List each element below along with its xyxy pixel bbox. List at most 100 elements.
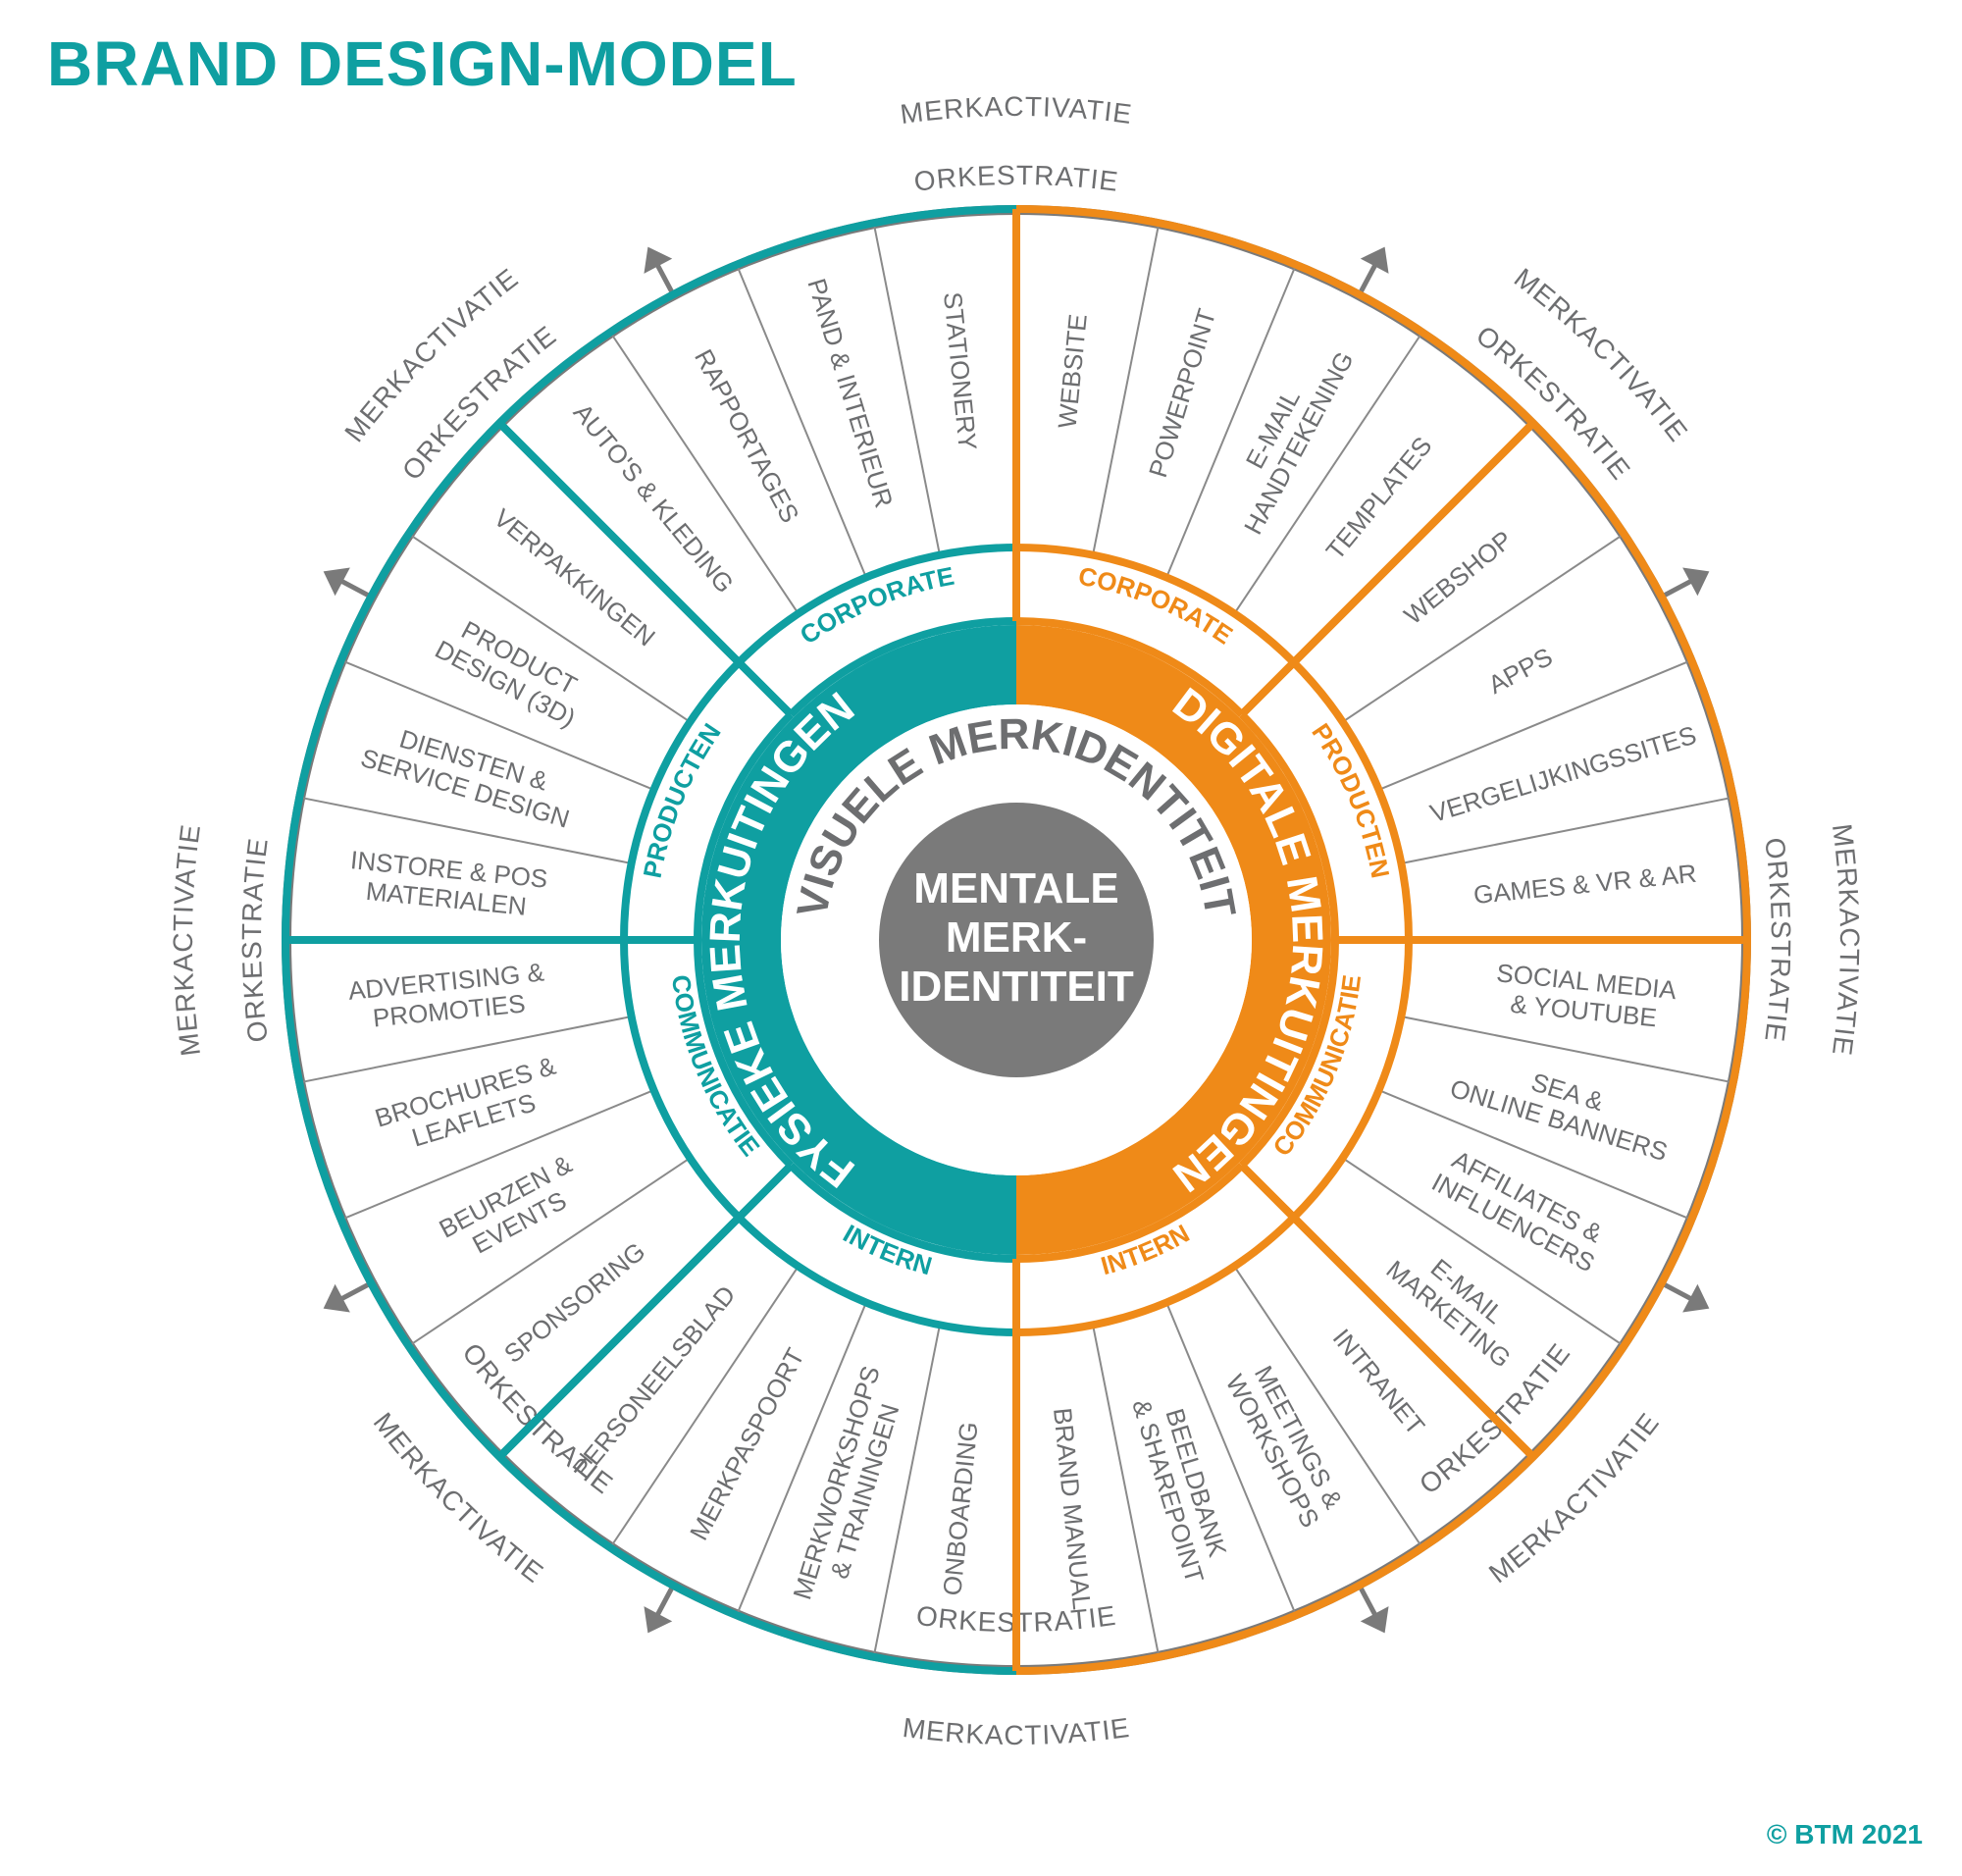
svg-text:BRAND MANUAL: BRAND MANUAL bbox=[1048, 1406, 1097, 1611]
copyright-notice: © BTM 2021 bbox=[1766, 1819, 1923, 1850]
svg-text:E-MAILHANDTEKENING: E-MAILHANDTEKENING bbox=[1212, 333, 1359, 539]
item-label: MEETINGS &WORKSHOPS bbox=[1220, 1356, 1352, 1533]
item-label: APPS bbox=[1483, 642, 1557, 700]
item-divider bbox=[1092, 227, 1160, 555]
item-label: SEA &ONLINE BANNERS bbox=[1447, 1045, 1679, 1167]
item-label: AFFILIATES &INFLUENCERS bbox=[1427, 1144, 1608, 1277]
item-label: STATIONERY bbox=[938, 290, 983, 451]
svg-text:SPONSORING: SPONSORING bbox=[498, 1236, 650, 1369]
svg-text:ONBOARDING: ONBOARDING bbox=[937, 1421, 983, 1597]
item-label: SPONSORING bbox=[498, 1236, 650, 1369]
item-divider bbox=[303, 797, 632, 864]
svg-text:TEMPLATES: TEMPLATES bbox=[1320, 431, 1438, 565]
svg-text:WEBSITE: WEBSITE bbox=[1052, 313, 1092, 430]
svg-text:ADVERTISING &PROMOTIES: ADVERTISING &PROMOTIES bbox=[347, 957, 548, 1034]
activation-arrow-icon bbox=[1659, 567, 1710, 599]
svg-text:E-MAILMARKETING: E-MAILMARKETING bbox=[1381, 1231, 1536, 1373]
item-label: PRODUCTDESIGN (3D) bbox=[431, 608, 594, 733]
item-label: TEMPLATES bbox=[1320, 431, 1438, 565]
svg-text:BEURZEN &EVENTS: BEURZEN &EVENTS bbox=[435, 1149, 592, 1270]
orchestration-label: ORKESTRATIE bbox=[912, 160, 1120, 197]
svg-text:BROCHURES &LEAFLETS: BROCHURES &LEAFLETS bbox=[372, 1051, 568, 1162]
item-label: ADVERTISING &PROMOTIES bbox=[347, 957, 548, 1034]
item-divider bbox=[1401, 1016, 1730, 1083]
item-divider bbox=[1092, 1325, 1160, 1653]
svg-text:VERPAKKINGEN: VERPAKKINGEN bbox=[489, 502, 661, 651]
svg-text:MERKPASPOORT: MERKPASPOORT bbox=[684, 1343, 810, 1545]
item-divider bbox=[1378, 1089, 1688, 1220]
activation-arrow-icon bbox=[323, 567, 374, 599]
svg-text:STATIONERY: STATIONERY bbox=[938, 290, 983, 451]
item-label: MERKWORKSHOPS& TRAININGEN bbox=[787, 1363, 913, 1612]
page-title: BRAND DESIGN-MODEL bbox=[47, 28, 798, 99]
orchestration-label: ORKESTRATIE bbox=[236, 836, 274, 1044]
activation-arrow-icon bbox=[1659, 1280, 1710, 1313]
item-label: POWERPOINT bbox=[1143, 305, 1221, 481]
item-divider bbox=[303, 1016, 632, 1083]
item-divider bbox=[611, 1266, 800, 1545]
activation-label: MERKACTIVATIE bbox=[899, 91, 1134, 130]
activation-arrow-icon bbox=[1357, 246, 1389, 297]
activation-label: MERKACTIVATIE bbox=[1827, 822, 1865, 1058]
activation-arrow-icon bbox=[644, 1583, 676, 1634]
item-divider bbox=[344, 660, 654, 791]
item-label: PERSONEELSBLAD bbox=[566, 1279, 741, 1484]
activation-arrow-icon bbox=[644, 246, 676, 297]
svg-text:PERSONEELSBLAD: PERSONEELSBLAD bbox=[566, 1279, 741, 1484]
activation-label: MERKACTIVATIE bbox=[168, 822, 206, 1058]
item-label: INSTORE & POSMATERIALEN bbox=[346, 845, 549, 923]
section-divider bbox=[1238, 1162, 1536, 1460]
item-label: BRAND MANUAL bbox=[1048, 1406, 1097, 1611]
mental-identity-circle bbox=[879, 803, 1154, 1077]
section-divider bbox=[1238, 420, 1536, 718]
item-label: BEURZEN &EVENTS bbox=[435, 1149, 592, 1270]
svg-text:INSTORE & POSMATERIALEN: INSTORE & POSMATERIALEN bbox=[346, 845, 549, 923]
item-divider bbox=[737, 1302, 867, 1612]
svg-text:APPS: APPS bbox=[1483, 642, 1557, 700]
item-divider bbox=[873, 1325, 941, 1653]
item-divider bbox=[1342, 535, 1622, 723]
section-divider bbox=[496, 420, 795, 718]
item-label: SOCIAL MEDIA& YOUTUBE bbox=[1492, 958, 1678, 1034]
item-divider bbox=[611, 335, 800, 614]
item-label: E-MAILHANDTEKENING bbox=[1212, 333, 1360, 539]
item-divider bbox=[1233, 335, 1421, 614]
svg-text:BEELDBANK& SHAREPOINT: BEELDBANK& SHAREPOINT bbox=[1126, 1387, 1238, 1587]
activation-arrow-icon bbox=[1357, 1583, 1389, 1634]
item-label: PAND & INTERIEUR bbox=[801, 275, 899, 511]
svg-text:POWERPOINT: POWERPOINT bbox=[1143, 305, 1221, 481]
item-label: BROCHURES &LEAFLETS bbox=[372, 1051, 568, 1162]
svg-text:PRODUCTDESIGN (3D): PRODUCTDESIGN (3D) bbox=[431, 608, 594, 733]
svg-text:RAPPORTAGES: RAPPORTAGES bbox=[689, 344, 805, 528]
digital-hemisphere bbox=[1016, 625, 1331, 1255]
svg-text:GAMES & VR & AR: GAMES & VR & AR bbox=[1472, 859, 1698, 910]
item-divider bbox=[1342, 1157, 1622, 1345]
item-label: E-MAILMARKETING bbox=[1381, 1231, 1536, 1374]
item-divider bbox=[1165, 268, 1296, 578]
item-divider bbox=[411, 1157, 691, 1345]
svg-text:PAND & INTERIEUR: PAND & INTERIEUR bbox=[801, 275, 899, 511]
item-label: BEELDBANK& SHAREPOINT bbox=[1126, 1387, 1238, 1587]
svg-text:MERKWORKSHOPS& TRAININGEN: MERKWORKSHOPS& TRAININGEN bbox=[787, 1363, 913, 1612]
item-divider bbox=[873, 227, 941, 555]
activation-label: MERKACTIVATIE bbox=[901, 1712, 1131, 1750]
item-divider bbox=[411, 535, 691, 723]
item-divider bbox=[1165, 1302, 1296, 1612]
item-divider bbox=[1233, 1266, 1421, 1545]
activation-label: MERKACTIVATIE bbox=[338, 262, 524, 447]
item-divider bbox=[737, 268, 867, 578]
activation-arrow-icon bbox=[323, 1280, 374, 1313]
item-label: VERPAKKINGEN bbox=[489, 502, 661, 651]
svg-text:SEA &ONLINE BANNERS: SEA &ONLINE BANNERS bbox=[1447, 1045, 1679, 1167]
item-label: ONBOARDING bbox=[937, 1421, 983, 1597]
svg-text:MEETINGS &WORKSHOPS: MEETINGS &WORKSHOPS bbox=[1220, 1356, 1352, 1533]
orchestration-label: ORKESTRATIE bbox=[1759, 836, 1796, 1044]
item-label: AUTO'S & KLEDING bbox=[568, 397, 740, 599]
item-label: GAMES & VR & AR bbox=[1472, 859, 1698, 910]
svg-text:AUTO'S & KLEDING: AUTO'S & KLEDING bbox=[568, 397, 740, 599]
physical-hemisphere bbox=[701, 625, 1016, 1255]
item-label: WEBSITE bbox=[1052, 313, 1092, 430]
svg-text:SOCIAL MEDIA& YOUTUBE: SOCIAL MEDIA& YOUTUBE bbox=[1492, 958, 1678, 1034]
